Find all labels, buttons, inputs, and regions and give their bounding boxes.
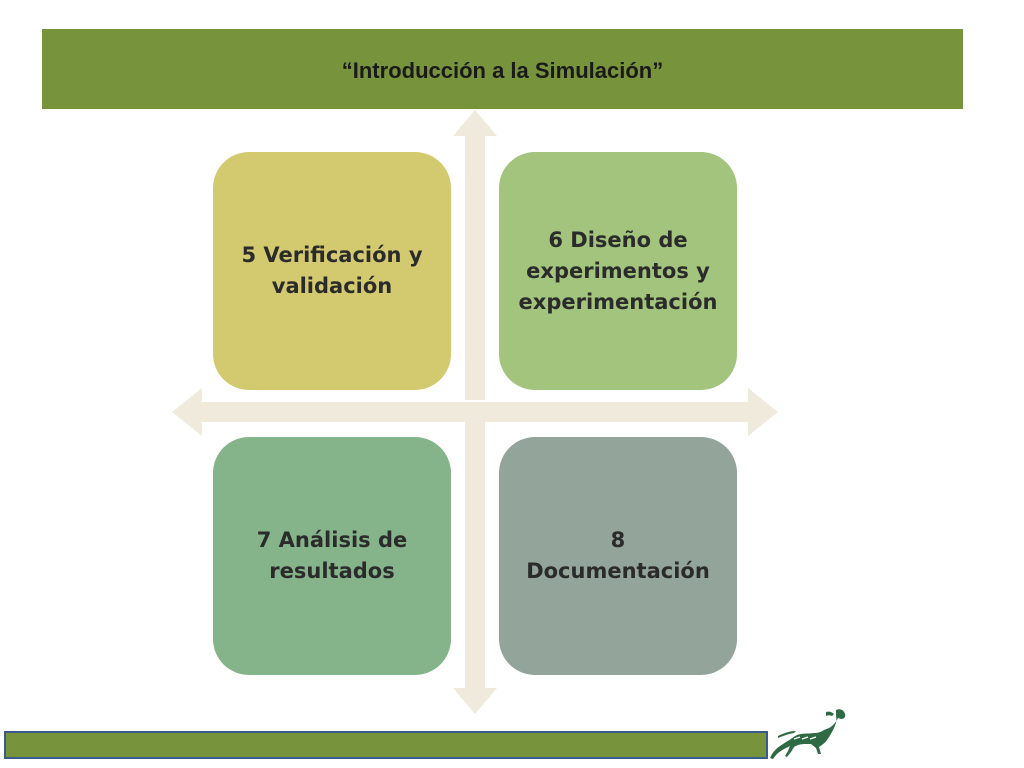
quadrant-verificacion: 5 Verificación y validación [213, 152, 451, 390]
quadrant-documentacion: 8 Documentación [499, 437, 737, 675]
arrow-left-head [172, 388, 475, 436]
quadrant-label: 6 Diseño de experimentos y experimentaci… [518, 227, 718, 314]
horse-logo-icon [770, 709, 846, 759]
title-banner: “Introducción a la Simulación” [42, 29, 963, 109]
quadrant-diseno: 6 Diseño de experimentos y experimentaci… [499, 152, 737, 390]
quadrant-label: 5 Verificación y validación [241, 243, 423, 298]
arrow-down-head [453, 420, 497, 714]
quadrant-label: 8 Documentación [526, 528, 710, 583]
quadrant-label: 7 Análisis de resultados [256, 528, 408, 583]
arrow-up-head [453, 110, 497, 400]
arrow-right-head [475, 388, 778, 436]
slide-title: “Introducción a la Simulación” [341, 58, 664, 83]
footer-bar [4, 731, 768, 759]
quadrant-analisis: 7 Análisis de resultados [213, 437, 451, 675]
